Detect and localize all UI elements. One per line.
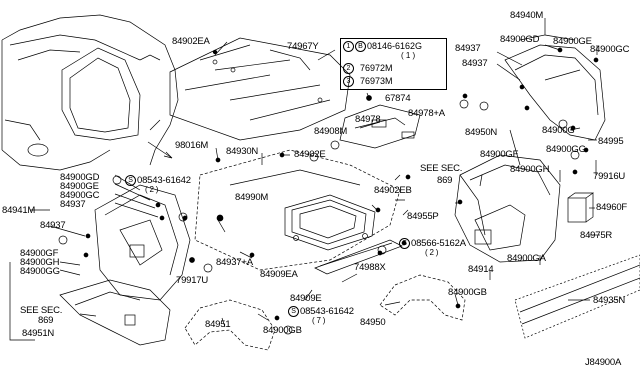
label-84935n: 84935N [593,295,626,306]
legend-qty-1: ( 1 ) [401,51,416,60]
label-see-sec-right-num: 869 [437,175,453,186]
label-84978a: 84978+A [408,108,445,119]
vehicle-body-outline [1,14,179,171]
label-84900gb-left: 84900GB [263,325,302,336]
label-see-sec-left-num: 869 [38,315,54,326]
label-84975r: 84975R [580,230,613,241]
label-see-sec-right: SEE SEC. [420,163,463,174]
leader-arrow [147,141,173,159]
label-84900gf-left: 84900GF [20,248,59,259]
label-84900g: 84900G [542,125,575,136]
label-84955p: 84955P [407,211,439,222]
label-84900gd-left: 84900GD [60,172,100,183]
label-84909e: 84909E [290,293,322,304]
right-trim-84950n [454,154,561,263]
legend-row-2: 2 76972M [343,63,393,75]
label-74988x: 74988X [354,262,386,273]
label-84900gh-left: 84900GH [20,257,60,268]
label-84900ge: 84900GE [553,36,592,47]
wheelhouse-84950 [379,274,466,321]
circled-s-a: S [125,175,136,186]
label-67874: 67874 [385,93,411,104]
net-84935n [514,254,640,339]
label-84900gc-left: 84900GC [60,190,100,201]
label-84900gd: 84900GD [500,34,540,45]
label-84995: 84995 [598,136,624,147]
circled-number-1: 1 [343,41,354,53]
label-74967y: 74967Y [287,41,319,52]
trunk-floor-84930n [194,149,401,271]
floor-carpet-74967y [169,37,351,141]
label-84940m: 84940M [510,10,544,21]
label-98016m: 98016M [175,140,209,151]
leader [214,41,228,56]
label-84900gf-right: 84900GF [480,149,519,160]
legend-row-3: 3 76973M [343,76,393,88]
upper-right-trim-84940m [504,44,606,141]
label-84950: 84950 [360,317,386,328]
label-84937-c: 84937 [60,199,86,210]
label-84937-b: 84937 [462,58,488,69]
label-see-sec-left: SEE SEC. [20,305,63,316]
circled-number-3: 3 [343,76,354,88]
label-08543-a-qty: ( 2 ) [145,185,159,194]
label-08543-b-qty: ( 7 ) [312,316,326,325]
diagram-reference-code: J84900A [585,357,622,368]
arrow-head [163,151,173,159]
label-84900gg-left: 84900GG [20,266,60,277]
leader-lines [9,18,600,341]
label-84990m: 84990M [235,192,269,203]
label-08566-qty: ( 2 ) [425,248,439,257]
legend-part-3: 76973M [360,76,393,86]
panel-84978 [339,104,421,149]
label-84908m: 84908M [314,126,348,137]
label-84900gc: 84900GC [590,44,630,55]
label-84900ga: 84900GA [507,253,546,264]
label-79917u: 79917U [176,275,209,286]
wheelhouse-84951 [184,299,276,351]
label-84902ea: 84902EA [172,36,210,47]
label-84900gb-right: 84900GB [448,287,487,298]
legend-part-1: 08146-6162G [367,41,423,51]
label-08566-text: 08566-5162A [411,238,466,250]
label-84951: 84951 [205,319,231,330]
left-lower-trim-84951n [59,279,171,346]
label-84951n: 84951N [22,328,55,339]
label-84900ge-left: 84900GE [60,181,99,192]
circled-letter-b: B [355,41,366,53]
label-84941m: 84941M [2,205,36,216]
label-84937-a: 84937 [455,43,481,54]
ref-markers [58,99,580,335]
label-84937-d: 84937 [40,220,66,231]
label-08543-b-text: 08543-61642 [300,306,354,318]
label-84909ea: 84909EA [260,269,298,280]
label-84902eb: 84902EB [374,185,412,196]
label-84978: 84978 [355,114,381,125]
legend-part-2: 76972M [360,63,393,73]
label-84900gh-right: 84900GH [510,164,550,175]
label-84937a: 84937+A [216,257,253,268]
label-84960f: 84960F [596,202,628,213]
left-trim-84941m [94,184,191,301]
circled-number-2: 2 [343,63,354,75]
label-08543-a-text: 08543-61642 [137,175,191,187]
label-84914: 84914 [468,264,494,275]
label-79916u: 79916U [593,171,626,182]
leader [317,49,336,61]
circled-s-c: S [288,306,299,317]
label-84902e: 84902E [294,149,326,160]
circled-s-b: S [399,238,410,249]
label-84950n: 84950N [465,127,498,138]
box-84960f [567,192,595,223]
label-84930n: 84930N [226,146,259,157]
label-84900gg-right: 84900GG [546,144,586,155]
spare-cover-84990m [284,194,376,251]
